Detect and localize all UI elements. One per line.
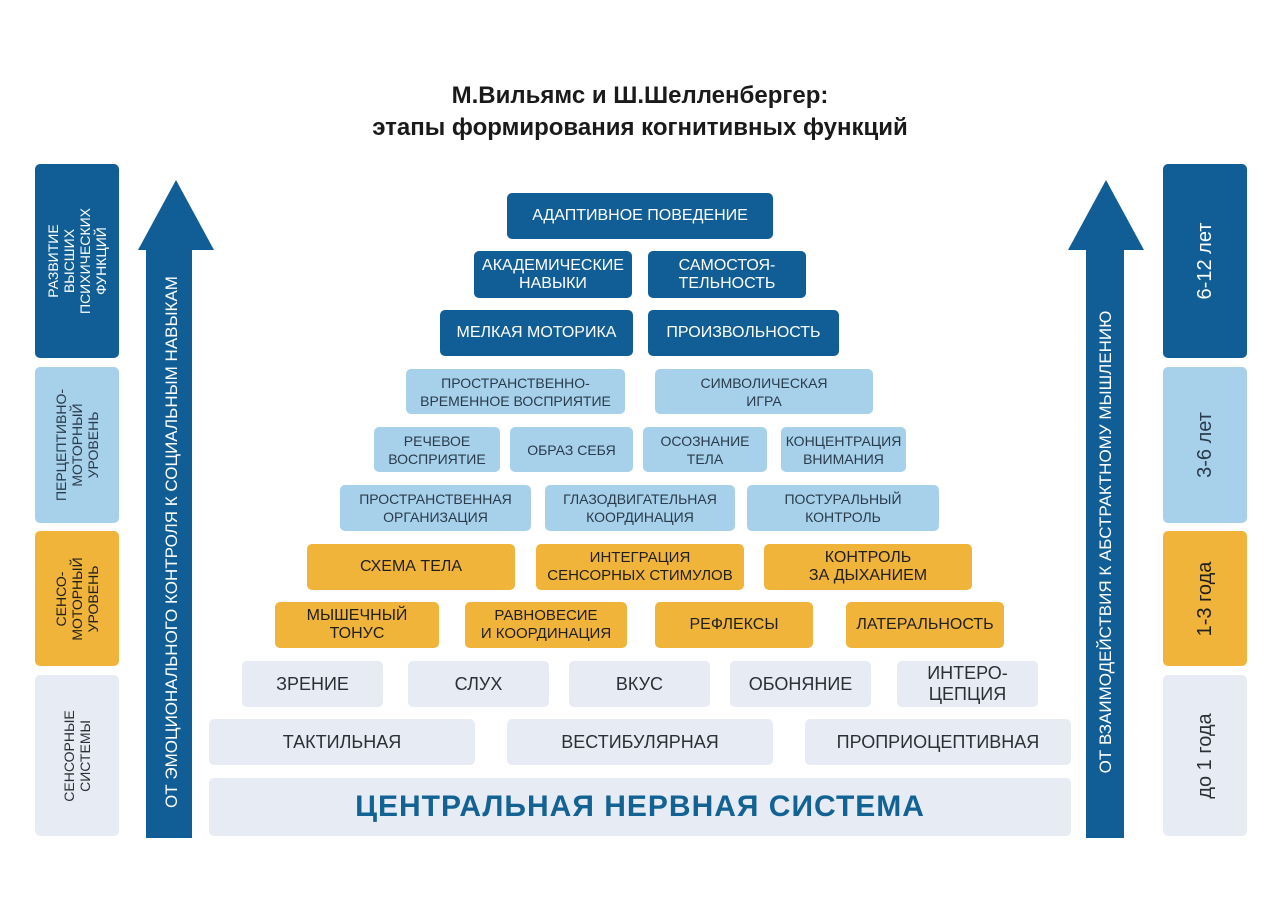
box-vestibular: вестибулярная (507, 719, 773, 765)
level-sensory-systems-label: сенсорные системы (61, 709, 93, 802)
box-vision: зрение (242, 661, 383, 707)
box-balance-coordination: равновесие и координация (465, 602, 627, 648)
box-voluntariness: произвольность (648, 310, 839, 356)
box-postural-control: постуральный контроль (747, 485, 939, 531)
arrow-left-head (138, 180, 214, 250)
level-higher-functions-label: развитие высших психических функций (45, 208, 109, 314)
arrow-right-shaft (1086, 248, 1124, 838)
arrow-right-label: от взаимодействия к абстрактному мышлени… (1096, 310, 1115, 774)
age-under-1-label: до 1 года (1194, 712, 1216, 799)
box-reflexes: рефлексы (655, 602, 813, 648)
level-sensory-systems: сенсорные системы (35, 675, 119, 836)
arrow-left-label: от эмоционального контроля к социальным … (162, 275, 181, 808)
age-under-1: до 1 года (1163, 675, 1247, 836)
age-3-6: 3-6 лет (1163, 367, 1247, 523)
box-body-schema: схема тела (307, 544, 515, 590)
box-tactile: тактильная (209, 719, 475, 765)
diagram-title: М.Вильямс и Ш.Шелленбергер: этапы формир… (0, 80, 1280, 144)
box-spatial-organization: пространственная организация (340, 485, 531, 531)
box-laterality: латеральность (846, 602, 1004, 648)
box-hearing: слух (408, 661, 549, 707)
box-sensory-integration: интеграция сенсорных стимулов (536, 544, 744, 590)
box-self-image: образ себя (510, 427, 633, 472)
box-smell: обоняние (730, 661, 871, 707)
title-line-2: этапы формирования когнитивных функций (372, 114, 908, 141)
age-1-3-label: 1-3 года (1194, 561, 1216, 636)
box-breathing-control: контроль за дыханием (764, 544, 972, 590)
box-body-awareness: осознание тела (643, 427, 767, 472)
box-muscle-tone: мышечный тонус (275, 602, 439, 648)
age-3-6-label: 3-6 лет (1194, 412, 1216, 478)
box-fine-motor: мелкая моторика (440, 310, 633, 356)
title-line-1: М.Вильямс и Ш.Шелленбергер: (451, 82, 829, 109)
box-central-nervous-system: центральная нервная система (209, 778, 1071, 836)
box-independence: самостоя- тельность (648, 251, 806, 298)
box-taste: вкус (569, 661, 710, 707)
box-interoception: интеро- цепция (897, 661, 1038, 707)
arrow-right-head (1068, 180, 1144, 250)
level-perceptual-motor-label: перцептивно- моторный уровень (53, 388, 101, 502)
box-attention-concentration: концентрация внимания (781, 427, 906, 472)
arrow-right: от взаимодействия к абстрактному мышлени… (1068, 180, 1144, 838)
age-1-3: 1-3 года (1163, 531, 1247, 666)
box-oculomotor-coordination: глазодвигательная координация (545, 485, 735, 531)
box-symbolic-play: символическая игра (655, 369, 873, 414)
age-6-12-label: 6-12 лет (1194, 222, 1216, 300)
box-speech-perception: речевое восприятие (374, 427, 500, 472)
box-adaptive-behavior: адаптивное поведение (507, 193, 773, 239)
box-academic-skills: академические навыки (474, 251, 632, 298)
level-sensorimotor: сенсо- моторный уровень (35, 531, 119, 666)
box-proprioceptive: проприоцептивная (805, 719, 1071, 765)
age-6-12: 6-12 лет (1163, 164, 1247, 358)
arrow-left: от эмоционального контроля к социальным … (138, 180, 214, 838)
box-spatial-temporal: пространственно- временное восприятие (406, 369, 625, 414)
level-sensorimotor-label: сенсо- моторный уровень (53, 556, 101, 641)
arrow-left-shaft (146, 248, 192, 838)
level-perceptual-motor: перцептивно- моторный уровень (35, 367, 119, 523)
level-higher-functions: развитие высших психических функций (35, 164, 119, 358)
